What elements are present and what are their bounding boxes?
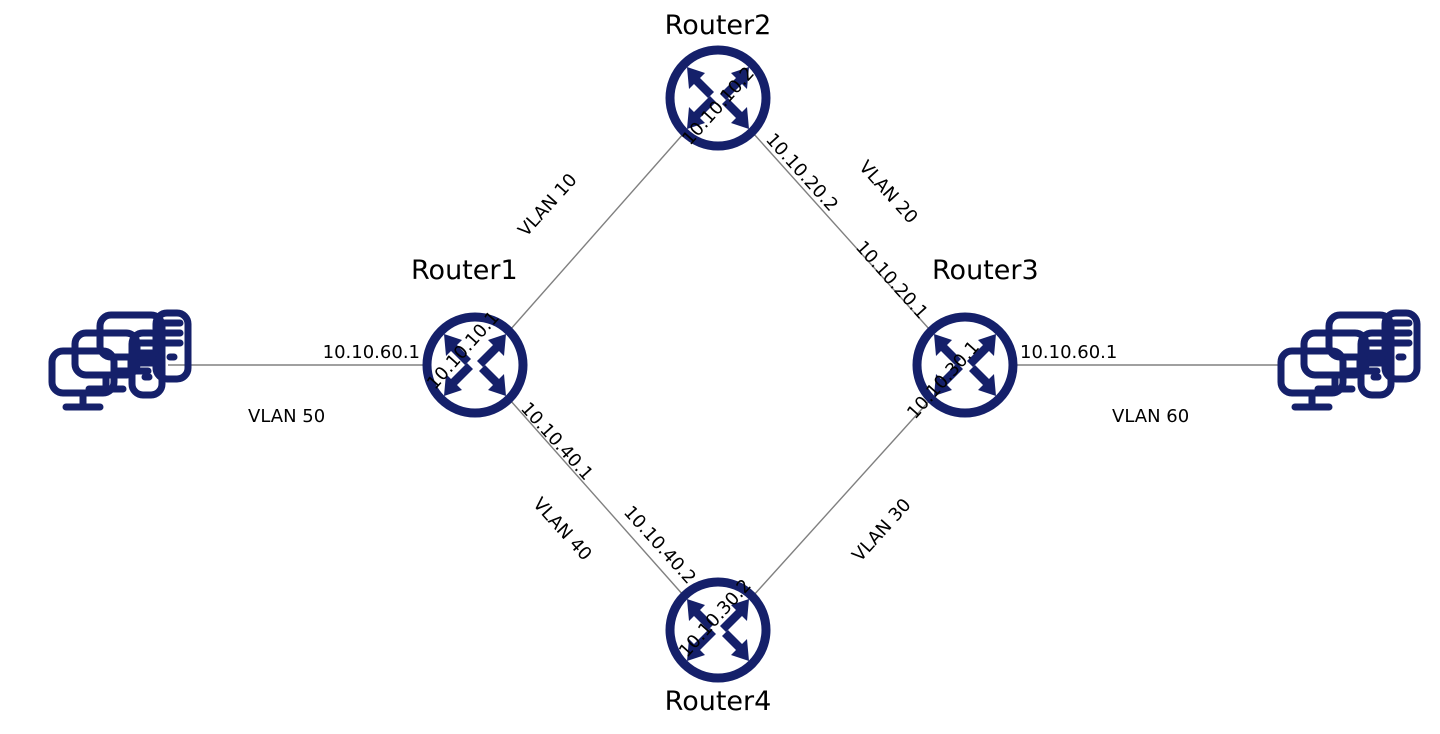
vlan-label-vlan10: VLAN 10: [514, 170, 581, 241]
vlan-label-vlan20: VLAN 20: [854, 157, 921, 228]
interface-ip-10-10-20-1: 10.10.20.1: [851, 237, 932, 323]
network-cluster-left[interactable]: [52, 313, 188, 407]
router-label-router2: Router2: [665, 10, 772, 41]
router-node-router3[interactable]: [912, 312, 1018, 418]
router-label-router3: Router3: [932, 255, 1039, 286]
interface-ip-10-10-40-1: 10.10.40.1: [516, 398, 597, 484]
vlan-label-vlan40: VLAN 40: [528, 494, 595, 565]
interface-ip-10-10-20-2: 10.10.20.2: [761, 129, 842, 215]
router-node-router1[interactable]: [422, 312, 528, 418]
link-line-vlan10: [509, 132, 685, 331]
router-node-router4[interactable]: [665, 577, 771, 683]
router-label-router4: Router4: [665, 686, 772, 717]
router-node-router2[interactable]: [665, 45, 771, 151]
link-line-vlan20: [752, 132, 931, 331]
interface-ip-left-10-10-60-1: 10.10.60.1: [323, 342, 420, 363]
network-cluster-right[interactable]: [1281, 313, 1417, 407]
interface-ip-10-10-40-2: 10.10.40.2: [619, 502, 700, 588]
interface-ip-right-10-10-60-1: 10.10.60.1: [1020, 342, 1117, 363]
link-line-vlan30: [752, 399, 931, 597]
vlan-label-vlan60: VLAN 60: [1112, 406, 1189, 427]
vlan-label-vlan30: VLAN 30: [848, 495, 915, 566]
vlan-label-vlan50: VLAN 50: [248, 406, 325, 427]
link-lines: [168, 132, 1278, 597]
link-line-vlan40: [509, 399, 685, 597]
router-label-router1: Router1: [411, 255, 518, 286]
